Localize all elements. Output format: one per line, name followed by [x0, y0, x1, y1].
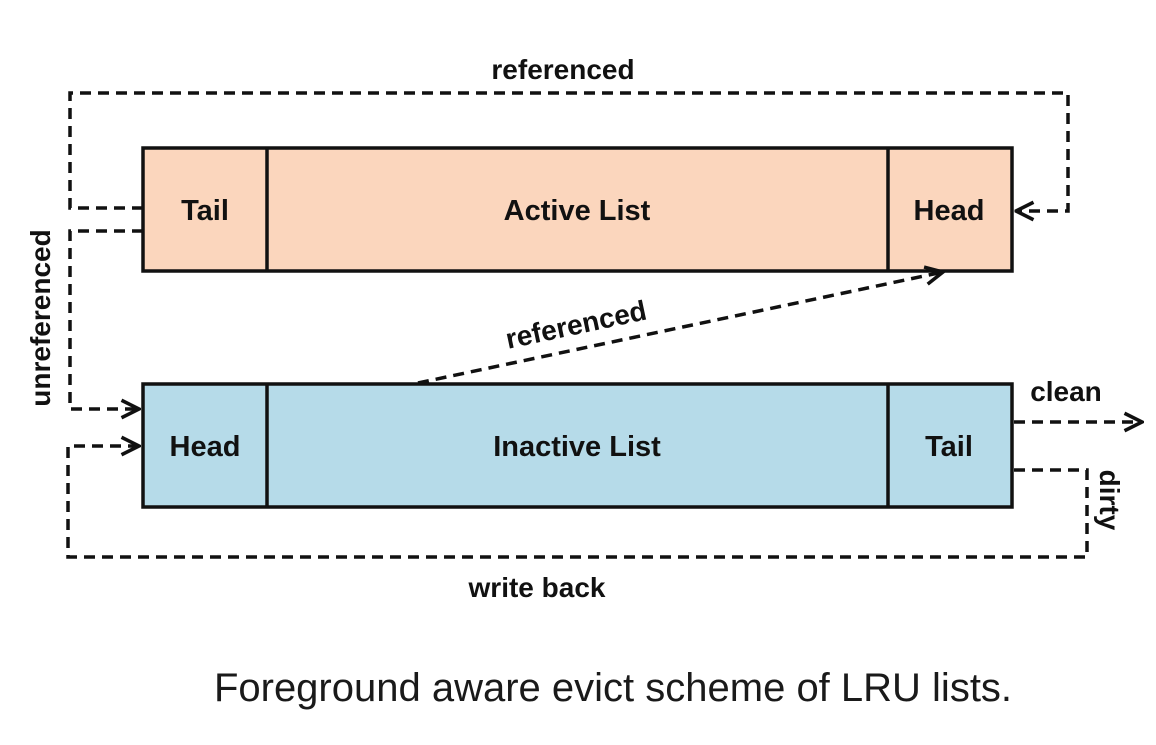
figure-caption: Foreground aware evict scheme of LRU lis… — [214, 666, 1012, 710]
referenced-diagonal-arrow — [417, 272, 943, 385]
active-list: Tail Active List Head — [141, 146, 1014, 273]
dirty-writeback-arrow — [66, 446, 1089, 559]
clean-label: clean — [1030, 376, 1102, 407]
active-head-label: Head — [914, 195, 985, 227]
referenced-diagonal-label: referenced — [503, 295, 650, 355]
inactive-list: Head Inactive List Tail — [141, 382, 1014, 509]
unreferenced-arrow — [68, 229, 143, 409]
active-list-box — [141, 146, 1014, 273]
dirty-label: dirty — [1094, 470, 1125, 531]
referenced-top-label: referenced — [491, 54, 634, 85]
referenced-loop-arrow — [68, 91, 1070, 211]
inactive-list-title: Inactive List — [493, 431, 661, 463]
write-back-label: write back — [468, 572, 606, 603]
active-list-title: Active List — [504, 195, 651, 227]
inactive-head-label: Head — [170, 431, 241, 463]
unreferenced-label: unreferenced — [25, 229, 56, 406]
active-tail-label: Tail — [181, 195, 229, 227]
inactive-tail-label: Tail — [925, 431, 973, 463]
inactive-list-box — [141, 382, 1014, 509]
